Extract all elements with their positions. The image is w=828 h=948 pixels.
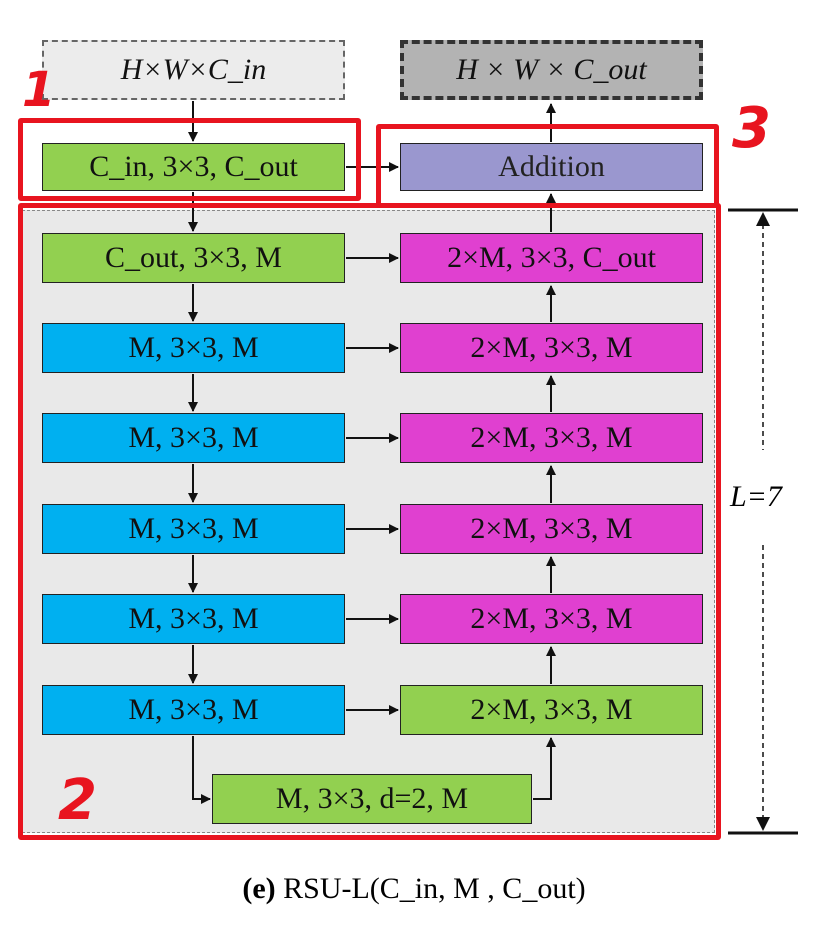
encoder-block: M, 3×3, M [42, 504, 345, 554]
annotation-box-3 [376, 124, 719, 208]
encoder-block: M, 3×3, M [42, 685, 345, 735]
caption-text: RSU-L(C_in, M , C_out) [283, 872, 586, 905]
first-conv-block: C_in, 3×3, C_out [42, 143, 345, 191]
encoder-block: M, 3×3, M [42, 594, 345, 644]
output-tensor-box: H × W × C_out [400, 40, 703, 100]
caption-prefix: (e) [242, 872, 276, 905]
annotation-mark-3: 3 [732, 96, 771, 161]
decoder-block: 2×M, 3×3, C_out [400, 233, 703, 283]
annotation-box-1 [18, 118, 361, 201]
encoder-block: M, 3×3, M [42, 413, 345, 463]
encoder-block: C_out, 3×3, M [42, 233, 345, 283]
decoder-block: 2×M, 3×3, M [400, 685, 703, 735]
decoder-block: 2×M, 3×3, M [400, 504, 703, 554]
encoder-block: M, 3×3, M [42, 323, 345, 373]
decoder-block: 2×M, 3×3, M [400, 413, 703, 463]
decoder-block: 2×M, 3×3, M [400, 594, 703, 644]
figure-caption: (e) RSU-L(C_in, M , C_out) [0, 872, 828, 906]
dilated-conv-block: M, 3×3, d=2, M [212, 774, 532, 824]
input-tensor-box: H×W×C_in [42, 40, 345, 100]
addition-block: Addition [400, 143, 703, 191]
annotation-mark-2: 2 [58, 768, 97, 833]
annotation-box-2 [18, 203, 721, 840]
decoder-block: 2×M, 3×3, M [400, 323, 703, 373]
annotation-mark-1: 1 [22, 62, 56, 118]
depth-label: L=7 [730, 480, 782, 513]
